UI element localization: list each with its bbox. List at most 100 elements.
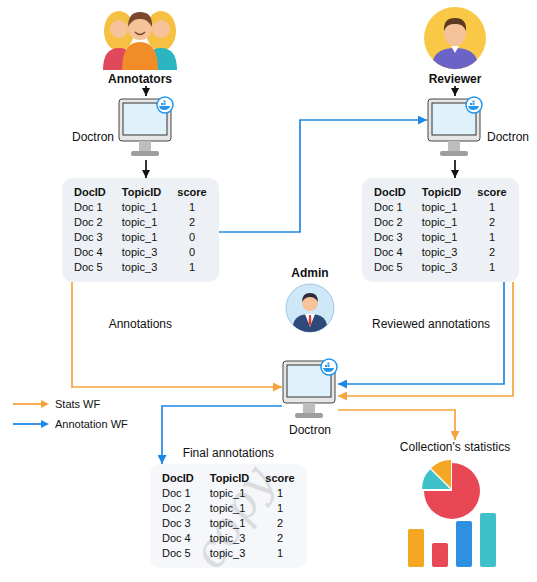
drawing-part: [309, 315, 312, 326]
drawing-part: [293, 314, 327, 332]
drawing-part: [128, 12, 152, 27]
computer-monitor: [427, 96, 483, 160]
table-cell: Doc 1: [74, 201, 106, 214]
statistics-node: Collection's statistics: [385, 440, 525, 573]
table-cell: Doc 5: [162, 547, 194, 560]
legend-sample: [12, 399, 50, 409]
statistics-chart: [390, 459, 520, 569]
table-cell: Doc 4: [374, 246, 406, 259]
table-cell: 1: [177, 201, 206, 214]
table-caption: Final annotations: [150, 447, 307, 460]
admin-icon: [285, 283, 335, 333]
drawing-part: [159, 106, 170, 110]
drawing-part: [328, 363, 330, 365]
drawing-part: [480, 513, 496, 567]
drawing-part: [135, 32, 145, 35]
drawing-part: [424, 7, 486, 69]
drawing-part: [325, 365, 327, 367]
doctron-monitor: Doctron: [427, 96, 483, 160]
annotation-table: DocIDTopicIDscoreDoc 1topic_11Doc 2topic…: [62, 178, 219, 282]
table-cell: 1: [477, 231, 506, 244]
tool-label: Doctron: [487, 130, 529, 144]
drawing-part: [13, 423, 42, 425]
table-cell: Doc 3: [74, 231, 106, 244]
table-cell: 1: [477, 201, 506, 214]
drawing-part: [41, 420, 49, 428]
drawing-part: [139, 141, 151, 151]
table-cell: 1: [265, 487, 294, 500]
column-header: TopicID: [210, 472, 250, 485]
legend-text: Stats WF: [55, 398, 100, 410]
table-caption: Annotations: [62, 318, 219, 331]
drawing-part: [295, 413, 323, 418]
drawing-part: [161, 103, 163, 105]
table-cell: Doc 1: [162, 487, 194, 500]
table-cell: topic_1: [122, 231, 162, 244]
drawing-part: [432, 543, 448, 567]
table-cell: topic_3: [122, 261, 162, 274]
legend-entry: Annotation WF: [12, 418, 128, 430]
computer-monitor: [118, 96, 174, 160]
table-cell: 1: [265, 502, 294, 515]
chart-holder: [385, 459, 525, 573]
drawing-part: [305, 314, 315, 327]
person-node: Reviewer: [415, 6, 495, 86]
person-node: Admin: [280, 266, 340, 333]
table-cell: topic_1: [422, 216, 462, 229]
drawing-part: [473, 101, 475, 103]
flow-arrow: [145, 160, 147, 178]
flow-arrow: [145, 86, 147, 96]
drawing-part: [444, 18, 466, 31]
drawing-part: [470, 103, 472, 105]
drawing-part: [473, 103, 475, 105]
annotation-table: DocIDTopicIDscoreDoc 1topic_11Doc 2topic…: [150, 464, 307, 568]
drawing-part: [152, 20, 170, 38]
table-cell: 0: [177, 246, 206, 259]
table-cell: topic_1: [122, 201, 162, 214]
drawing-part: [321, 359, 337, 375]
drawing-part: [286, 284, 334, 332]
table-cell: topic_1: [422, 231, 462, 244]
table-cell: topic_3: [422, 246, 462, 259]
drawing-part: [408, 529, 424, 567]
tool-label: Doctron: [72, 130, 114, 144]
column-header: DocID: [374, 186, 406, 199]
drawing-part: [13, 403, 42, 405]
table-cell: topic_1: [210, 487, 250, 500]
table-caption: Reviewed annotations: [362, 318, 519, 331]
drawing-part: [323, 368, 334, 372]
column-header: score: [177, 186, 206, 199]
drawing-part: [431, 460, 451, 488]
drawing-part: [164, 101, 166, 103]
table-cell: Doc 4: [162, 532, 194, 545]
role-label: Reviewer: [429, 72, 482, 86]
flow-arrow: [338, 282, 504, 384]
table-cell: topic_3: [422, 261, 462, 274]
table-cell: 2: [265, 517, 294, 530]
table-cell: 1: [477, 261, 506, 274]
table-cell: 1: [265, 547, 294, 560]
flow-arrow: [454, 160, 456, 178]
flow-arrow: [338, 410, 455, 440]
table-cell: Doc 3: [162, 517, 194, 530]
reviewer-icon: [423, 6, 487, 70]
table-cell: topic_1: [210, 517, 250, 530]
drawing-part: [440, 151, 468, 156]
table-cell: 2: [477, 216, 506, 229]
flow-arrow: [338, 282, 513, 396]
drawing-part: [466, 97, 482, 113]
column-header: TopicID: [422, 186, 462, 199]
legend-text: Annotation WF: [55, 418, 128, 430]
table-cell: topic_3: [210, 547, 250, 560]
drawing-part: [303, 403, 315, 413]
drawing-part: [164, 103, 166, 105]
column-header: score: [477, 186, 506, 199]
drawing-part: [110, 20, 128, 38]
role-label: Admin: [291, 266, 328, 280]
drawing-part: [122, 42, 158, 70]
table-cell: Doc 2: [374, 216, 406, 229]
column-header: DocID: [162, 472, 194, 485]
legend-sample: [12, 419, 50, 429]
flow-arrow: [72, 282, 282, 387]
table-cell: Doc 3: [374, 231, 406, 244]
